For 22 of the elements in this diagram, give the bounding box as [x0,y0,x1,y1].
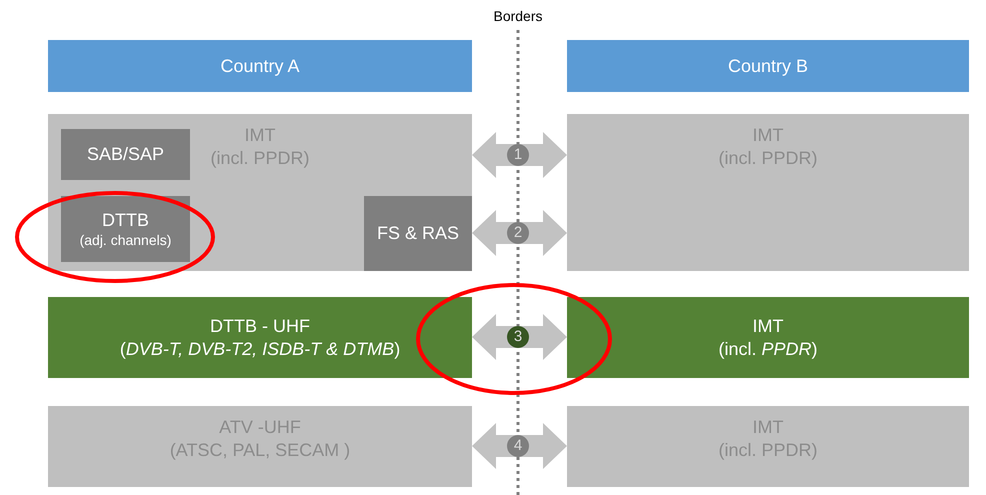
highlighted-band [48,297,472,378]
node-title: DTTB - UHF [210,315,310,338]
node-subtitle: (adj. channels) [80,232,172,249]
node-title: Country B [728,54,808,78]
service-box [61,129,190,180]
band-box [567,114,969,271]
country-header [567,40,969,92]
band-box [567,406,969,487]
service-box [61,196,190,262]
band-box [48,114,472,271]
node-title: FS & RAS [376,222,460,245]
border-label: Borders [492,7,544,26]
highlighted-band [567,297,969,378]
node-title: SAB/SAP [86,143,164,166]
band-box [48,406,472,487]
node-title: Country A [220,54,300,78]
service-box [364,196,472,271]
node-subtitle: (DVB-T, DVB-T2, ISDB-T & DTMB) [120,338,400,360]
node-title: DTTB [102,209,149,232]
country-header [48,40,472,92]
node-subtitle: (incl. PPDR) [718,338,818,360]
node-title: IMT [752,315,784,338]
